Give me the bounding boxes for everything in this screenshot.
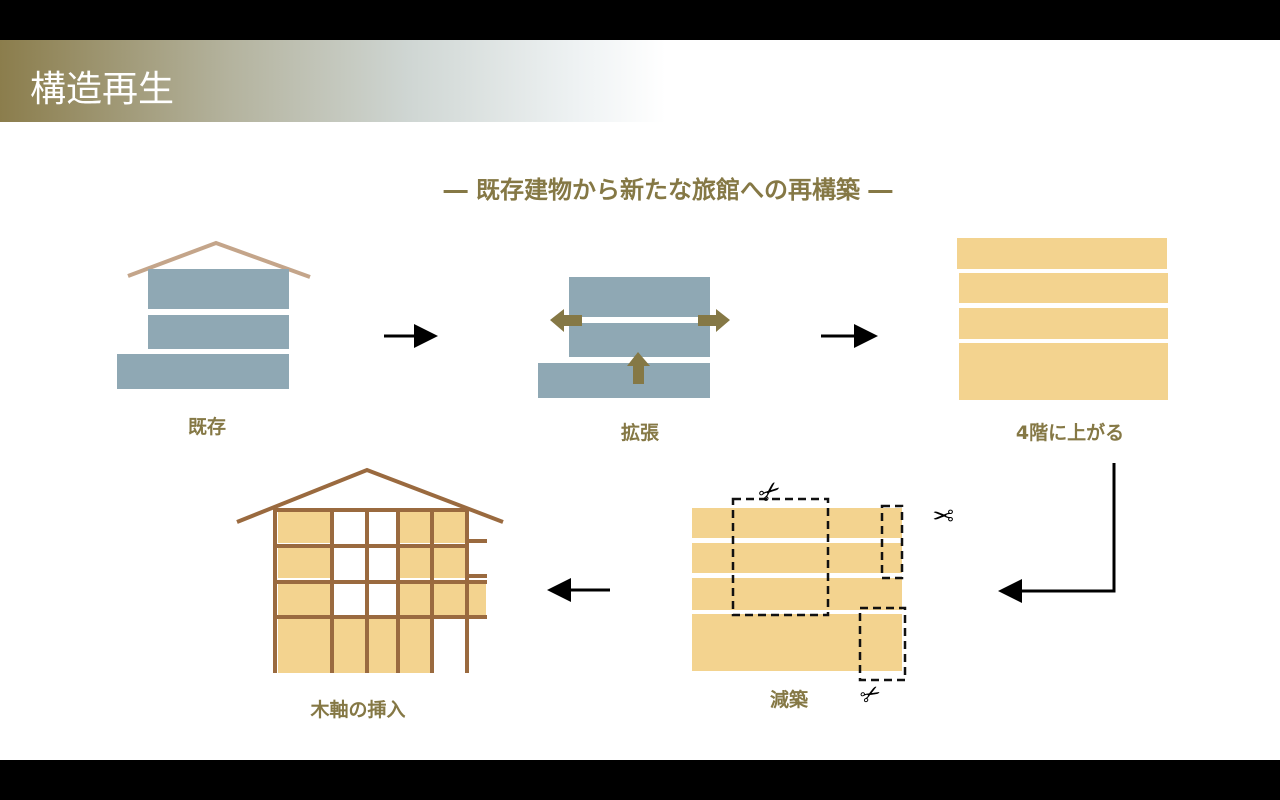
timber-frame-building: [236, 467, 504, 673]
header-banner: 構造再生: [0, 40, 1280, 122]
floor-block: [148, 269, 289, 309]
cut-area-dashed: [731, 497, 830, 617]
top-letterbox: [0, 0, 1280, 40]
arrow-right-icon: [698, 309, 730, 332]
reduced-building: ✂ ✂ ✂: [692, 474, 954, 712]
slide-title: 構造再生: [30, 69, 175, 110]
step-label-expand: 拡張: [620, 422, 660, 444]
floor-block: [959, 343, 1168, 400]
floor-block: [538, 363, 710, 398]
arrow-down-left-icon: [998, 463, 1116, 603]
floor-block: [957, 238, 1167, 269]
roof-line: [236, 467, 504, 524]
scissors-icon: ✂: [752, 474, 788, 511]
floor-block: [692, 508, 902, 538]
four-storey-building: [957, 238, 1168, 400]
scissors-icon: ✂: [932, 499, 954, 529]
existing-building: [117, 240, 311, 389]
cut-area-dashed: [880, 504, 904, 580]
floor-block: [569, 277, 710, 317]
bottom-letterbox: [0, 760, 1280, 800]
floor-block: [959, 273, 1168, 303]
expanded-building: [538, 277, 730, 398]
slide-subtitle: ― 既存建物から新たな旅館への再構築 ―: [443, 176, 893, 204]
step-label-existing: 既存: [187, 416, 227, 438]
arrow-left-icon: [550, 309, 582, 332]
floor-block: [692, 578, 902, 610]
floor-block: [117, 354, 289, 389]
floor-block: [959, 308, 1168, 339]
floor-block: [692, 614, 902, 671]
step-label-raise: 4階に上がる: [1015, 422, 1125, 444]
scissors-icon: ✂: [855, 677, 886, 711]
step-label-reduce: 減築: [769, 689, 809, 711]
step-label-timber: 木軸の挿入: [310, 699, 406, 721]
cut-area-dashed: [858, 606, 907, 682]
roof-line: [127, 240, 311, 279]
floor-block: [569, 323, 710, 357]
floor-block: [148, 315, 289, 349]
floor-block: [692, 543, 902, 573]
arrow-up-icon: [627, 352, 650, 384]
